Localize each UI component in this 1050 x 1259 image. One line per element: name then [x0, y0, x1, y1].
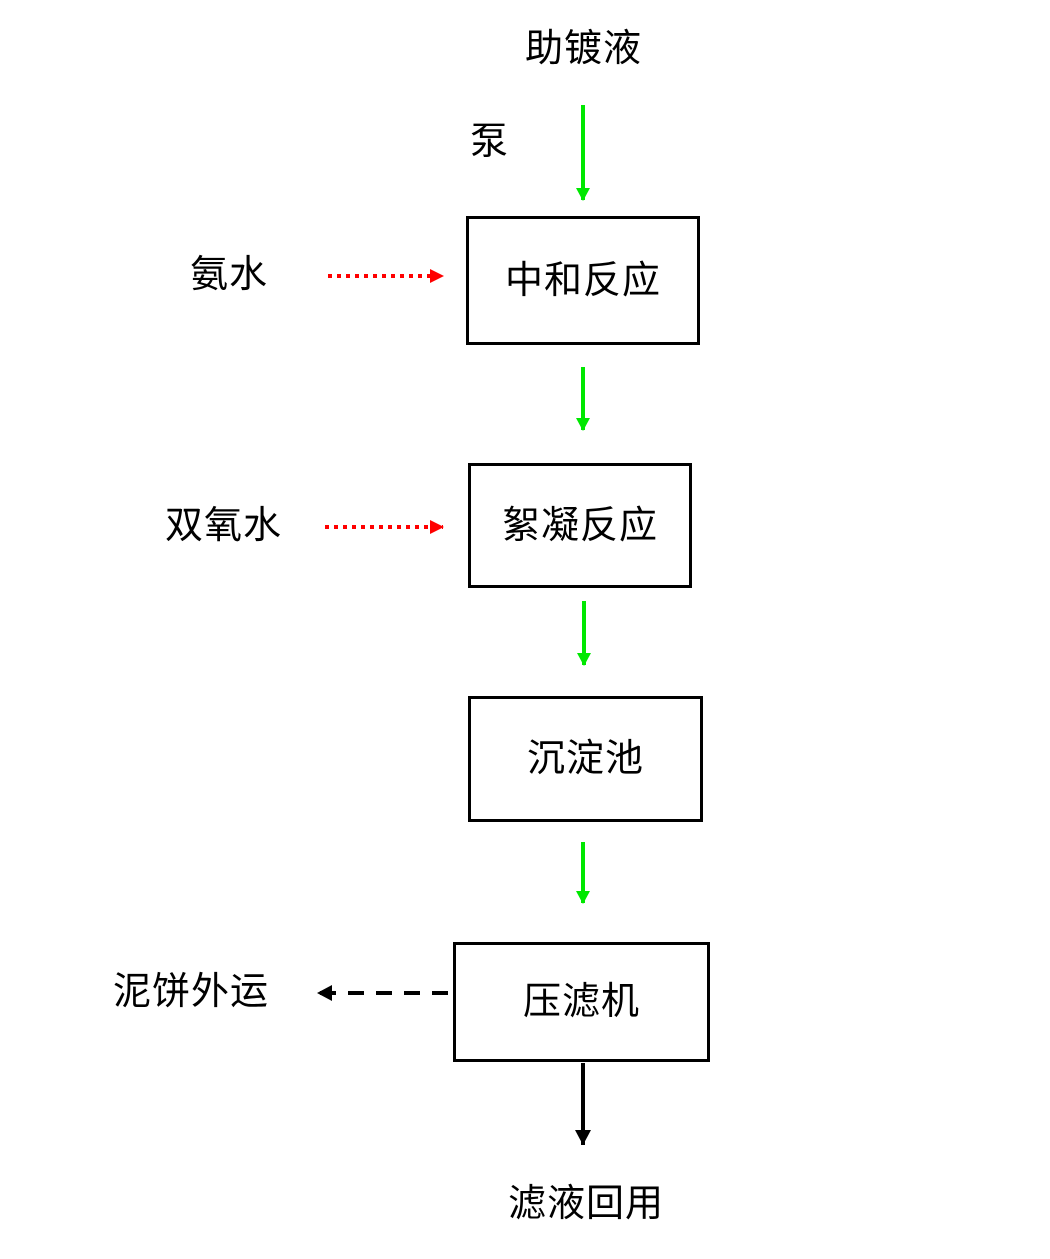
process-node-filter-press-label: 压滤机	[522, 981, 640, 1023]
process-node-filter-press[interactable]: 压滤机	[453, 942, 710, 1062]
input-label-hydrogen-peroxide: 双氧水	[165, 505, 283, 547]
process-node-flocculation[interactable]: 絮凝反应	[468, 463, 692, 588]
process-node-flocculation-label: 絮凝反应	[501, 504, 658, 547]
input-label-ammonia: 氨水	[190, 254, 269, 296]
process-node-sedimentation[interactable]: 沉淀池	[468, 696, 703, 822]
process-node-neutralization[interactable]: 中和反应	[466, 216, 700, 345]
input-label-influent: 助镀液	[525, 28, 643, 70]
process-node-sedimentation-label: 沉淀池	[526, 738, 644, 780]
output-label-filtrate-reuse: 滤液回用	[508, 1183, 665, 1225]
output-label-mud-cake: 泥饼外运	[113, 971, 270, 1013]
input-label-pump: 泵	[470, 121, 510, 163]
process-node-neutralization-label: 中和反应	[504, 259, 661, 302]
